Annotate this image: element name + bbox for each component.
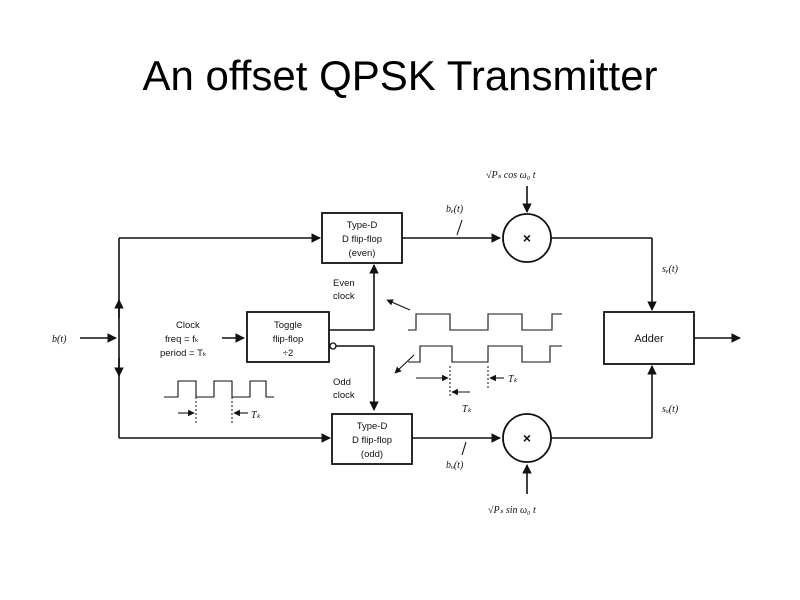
multiplier-lower-symbol: × bbox=[523, 430, 531, 446]
even-clock-waveform bbox=[408, 313, 562, 331]
even-clock-label-2: clock bbox=[333, 291, 355, 302]
odd-clock-label-1: Odd bbox=[333, 377, 351, 388]
bo-label-pointer bbox=[461, 441, 467, 456]
carrier-sin-label: √Pₛ sin ω₀ t bbox=[488, 505, 536, 516]
odd-clock-pointer bbox=[394, 354, 415, 374]
adder-label: Adder bbox=[634, 333, 664, 345]
clock-label: Clock bbox=[176, 320, 200, 331]
wave-tb-label-b: Tₖ bbox=[462, 404, 473, 415]
odd-ff-label-1: Type-D bbox=[357, 421, 388, 432]
odd-ff-label-2: D flip-flop bbox=[352, 435, 392, 446]
clock-tb-label: Tₖ bbox=[251, 410, 262, 421]
even-flipflop-block bbox=[321, 212, 403, 264]
toggle-label-2: flip-flop bbox=[273, 334, 304, 345]
se-label: sₑ(t) bbox=[662, 264, 679, 275]
be-label: bₑ(t) bbox=[446, 204, 464, 215]
carrier-cos-label: √Pₛ cos ω₀ t bbox=[486, 170, 536, 181]
clock-period-label: period = Tₖ bbox=[160, 348, 207, 359]
wave-tb-label-a: Tₖ bbox=[508, 374, 519, 385]
odd-clock-waveform bbox=[408, 345, 562, 363]
multiplier-upper-symbol: × bbox=[523, 230, 531, 246]
odd-clock-label-2: clock bbox=[333, 390, 355, 401]
toggle-qbar-bubble bbox=[329, 342, 337, 350]
even-clock-pointer bbox=[386, 299, 411, 311]
toggle-label-3: ÷2 bbox=[283, 348, 294, 359]
odd-flipflop-block bbox=[331, 413, 413, 465]
clock-waveform bbox=[164, 380, 274, 398]
toggle-label-1: Toggle bbox=[274, 320, 302, 331]
even-ff-label-2: D flip-flop bbox=[342, 234, 382, 245]
clock-freq-label: freq = fₖ bbox=[165, 334, 199, 345]
so-label: sₒ(t) bbox=[662, 404, 679, 415]
input-label: b(t) bbox=[52, 334, 67, 345]
slide-title: An offset QPSK Transmitter bbox=[142, 52, 658, 99]
even-clock-label-1: Even bbox=[333, 278, 355, 289]
even-ff-label-3: (even) bbox=[349, 248, 376, 259]
even-ff-label-1: Type-D bbox=[347, 220, 378, 231]
be-label-pointer bbox=[456, 219, 463, 236]
adder-block bbox=[603, 311, 695, 365]
odd-ff-label-3: (odd) bbox=[361, 449, 383, 460]
bo-label: bₒ(t) bbox=[446, 460, 464, 471]
toggle-flipflop-block bbox=[246, 311, 330, 363]
